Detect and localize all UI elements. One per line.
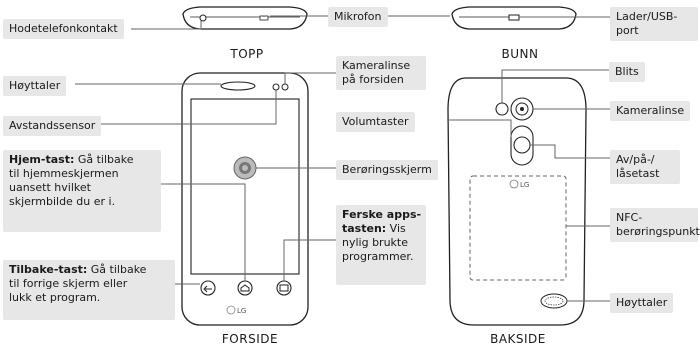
front-camera-icon xyxy=(281,83,289,91)
usb-port-icon xyxy=(508,14,520,21)
label-power-key: Av/på-/ låsetast xyxy=(610,150,680,184)
power-lock-key-icon xyxy=(513,136,531,154)
label-home-key: Hjem-tast: Gå tilbake til hjemmeskjermen… xyxy=(3,150,161,232)
headphone-jack-icon xyxy=(199,14,207,22)
label-volume-keys: Volumtaster xyxy=(336,112,415,132)
phone-bottom-view xyxy=(451,6,577,30)
earpiece-speaker-icon xyxy=(220,81,256,91)
home-key-icon xyxy=(237,280,253,296)
caption-top: TOPP xyxy=(230,47,264,61)
label-camera-lens: Kameralinse xyxy=(610,101,691,121)
phone-top-view xyxy=(182,6,308,30)
recent-apps-key-icon xyxy=(276,280,292,296)
label-proximity-sensor: Avstandssensor xyxy=(3,116,102,136)
label-front-camera: Kameralinse på forsiden xyxy=(336,56,426,90)
label-charger-port: Lader/USB- port xyxy=(610,7,698,41)
proximity-sensor-icon xyxy=(272,83,280,91)
caption-front: FORSIDE xyxy=(221,332,279,346)
label-headphone-jack: Hodetelefonkontakt xyxy=(3,19,124,39)
label-speaker-back: Høyttaler xyxy=(610,293,674,313)
svg-text:LG: LG xyxy=(237,307,246,315)
label-back-key: Tilbake-tast: Gå tilbake til forrige skj… xyxy=(3,260,175,320)
flash-icon xyxy=(495,102,509,116)
caption-bottom: BUNN xyxy=(501,47,539,61)
label-recent-apps: Ferske apps- tasten: Vis nylig brukte pr… xyxy=(336,205,426,285)
caption-back: BAKSIDE xyxy=(490,332,546,346)
nfc-area xyxy=(469,175,567,281)
label-flash: Blits xyxy=(609,62,645,82)
label-microphone: Mikrofon xyxy=(328,7,388,27)
lg-logo-back xyxy=(509,179,519,189)
label-touch-screen: Berøringsskjerm xyxy=(336,160,438,180)
leader-lines xyxy=(75,15,610,302)
label-nfc: NFC- berøringspunkt xyxy=(610,208,700,242)
label-speaker-top: Høyttaler xyxy=(3,76,67,96)
svg-text:LG: LG xyxy=(520,181,529,189)
lg-logo-front xyxy=(226,305,236,315)
back-key-icon xyxy=(200,280,216,296)
phone-back: LG xyxy=(447,77,587,326)
